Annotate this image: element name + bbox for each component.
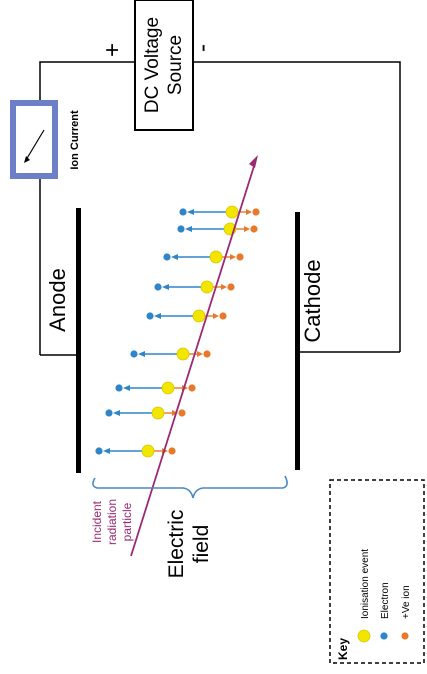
incident-particle-label-line2: radiation <box>105 499 119 545</box>
electron-arrowhead-6 <box>171 254 178 260</box>
electron-arrowhead-8 <box>187 209 194 215</box>
electron-2 <box>115 384 123 392</box>
electron-arrowhead-5 <box>162 284 169 290</box>
ion-current-label: Ion Current <box>69 110 81 170</box>
cathode-plate <box>295 212 300 470</box>
positive-ion-3 <box>203 350 211 358</box>
positive-ion-7 <box>250 225 258 233</box>
incident-particle-label: Incident radiation particle <box>90 499 134 545</box>
positive-ion-2 <box>188 384 196 392</box>
electron-0 <box>95 447 103 455</box>
positive-ion-1 <box>178 409 186 417</box>
electric-field-label-line2: field <box>190 525 213 564</box>
electron-5 <box>154 283 162 291</box>
particle-track-arrowhead <box>249 155 258 168</box>
electron-arrowhead-7 <box>185 226 192 232</box>
ionisation-event-5 <box>200 280 214 294</box>
ionisation-event-4 <box>192 309 206 323</box>
electron-arrowhead-2 <box>123 385 130 391</box>
key-box <box>329 479 425 664</box>
key-ionisation-event-label: Ionisation event <box>360 549 371 619</box>
anode-plate <box>76 208 81 473</box>
particle-track <box>130 162 256 557</box>
positive-ion-8 <box>252 208 260 216</box>
electron-arrowhead-3 <box>138 351 145 357</box>
ionisation-event-8 <box>225 205 239 219</box>
electron-arrowhead-1 <box>113 410 120 416</box>
electron-7 <box>177 225 185 233</box>
electron-3 <box>130 350 138 358</box>
key-title: Key <box>336 638 350 660</box>
ion-arrowhead-5 <box>221 284 227 290</box>
electron-1 <box>105 409 113 417</box>
electron-4 <box>146 312 154 320</box>
electron-arrowhead-0 <box>103 448 110 454</box>
anode-label: Anode <box>45 268 70 332</box>
ion-arrowhead-8 <box>246 209 252 215</box>
ion-arrowhead-1 <box>172 410 178 416</box>
ionisation-event-1 <box>151 406 165 420</box>
electron-arrowhead-4 <box>154 313 161 319</box>
ionisation-event-0 <box>141 444 155 458</box>
electron-8 <box>179 208 187 216</box>
incident-particle-label-line3: particle <box>120 502 134 541</box>
electron-6 <box>163 253 171 261</box>
cathode-label: Cathode <box>300 259 325 342</box>
ion-arrowhead-7 <box>244 226 250 232</box>
cathode-wire <box>193 61 401 352</box>
key-electron-marker <box>380 632 388 640</box>
positive-ion-0 <box>168 447 176 455</box>
positive-ion-6 <box>236 253 244 261</box>
ion-arrowhead-6 <box>230 254 236 260</box>
ionisation-event-2 <box>161 381 175 395</box>
ion-arrowhead-4 <box>213 313 219 319</box>
positive-ion-5 <box>227 283 235 291</box>
ionisation-event-3 <box>176 347 190 361</box>
incident-particle-label-line1: Incident <box>90 500 104 543</box>
key-electron-label: Electron <box>380 582 391 619</box>
dc-source-label-line2: Source <box>165 35 186 95</box>
positive-terminal-sign: + <box>99 43 126 57</box>
dc-voltage-source-box <box>134 0 194 131</box>
key-positive-ion-label: +Ve ion <box>401 585 412 619</box>
ammeter-needle-tip <box>24 156 30 163</box>
dc-source-label-line1: DC Voltage <box>142 17 163 113</box>
ionisation-events <box>95 205 260 458</box>
ammeter-needle <box>25 129 45 161</box>
ion-arrowhead-3 <box>197 351 203 357</box>
ammeter-frame <box>10 100 58 179</box>
key-ionisation-event-marker <box>357 629 371 643</box>
circuit-wires <box>39 61 401 356</box>
ionisation-event-6 <box>209 250 223 264</box>
electric-field-bracket <box>92 475 288 499</box>
electric-field-label-line1: Electric <box>165 510 188 579</box>
positive-ion-4 <box>219 312 227 320</box>
key-positive-ion-marker <box>401 632 409 640</box>
negative-terminal-sign: - <box>189 44 216 52</box>
anode-wire <box>39 61 135 355</box>
